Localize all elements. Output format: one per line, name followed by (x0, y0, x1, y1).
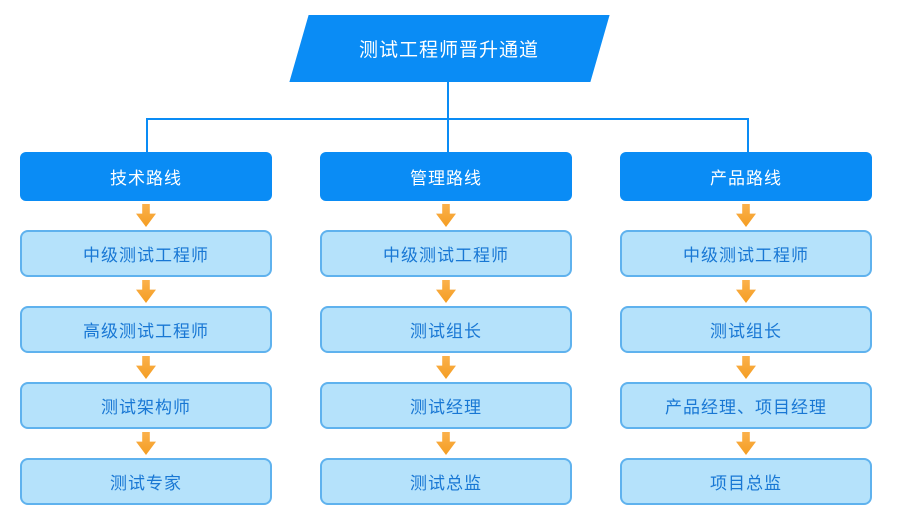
down-arrow-icon (436, 432, 456, 455)
down-arrow-icon (136, 280, 156, 303)
down-arrow-icon (736, 356, 756, 379)
column-technical-route: 技术路线 中级测试工程师 高级测试工程师 测试架构师 测试专家 (20, 152, 272, 505)
stage-box: 中级测试工程师 (620, 230, 872, 277)
stage-box: 测试专家 (20, 458, 272, 505)
connector-stem-line (447, 82, 449, 152)
connector-drop-left-line (146, 118, 148, 152)
down-arrow-icon (136, 356, 156, 379)
connector-drop-right-line (747, 118, 749, 152)
stage-box: 项目总监 (620, 458, 872, 505)
route-header-product: 产品路线 (620, 152, 872, 201)
column-management-route: 管理路线 中级测试工程师 测试组长 测试经理 测试总监 (320, 152, 572, 505)
diagram-title: 测试工程师晋升通道 (359, 40, 540, 61)
stage-box: 中级测试工程师 (20, 230, 272, 277)
down-arrow-icon (736, 204, 756, 227)
down-arrow-icon (436, 204, 456, 227)
down-arrow-icon (436, 280, 456, 303)
down-arrow-icon (136, 204, 156, 227)
route-header-technical: 技术路线 (20, 152, 272, 201)
stage-box: 测试经理 (320, 382, 572, 429)
down-arrow-icon (736, 432, 756, 455)
route-header-management: 管理路线 (320, 152, 572, 201)
down-arrow-icon (736, 280, 756, 303)
stage-box: 测试组长 (620, 306, 872, 353)
stage-box: 高级测试工程师 (20, 306, 272, 353)
stage-box: 测试架构师 (20, 382, 272, 429)
down-arrow-icon (436, 356, 456, 379)
connector-horizontal-line (146, 118, 749, 120)
stage-box: 测试总监 (320, 458, 572, 505)
stage-box: 测试组长 (320, 306, 572, 353)
stage-box: 产品经理、项目经理 (620, 382, 872, 429)
column-product-route: 产品路线 中级测试工程师 测试组长 产品经理、项目经理 项目总监 (620, 152, 872, 505)
down-arrow-icon (136, 432, 156, 455)
stage-box: 中级测试工程师 (320, 230, 572, 277)
title-banner: 测试工程师晋升通道 (289, 15, 610, 82)
